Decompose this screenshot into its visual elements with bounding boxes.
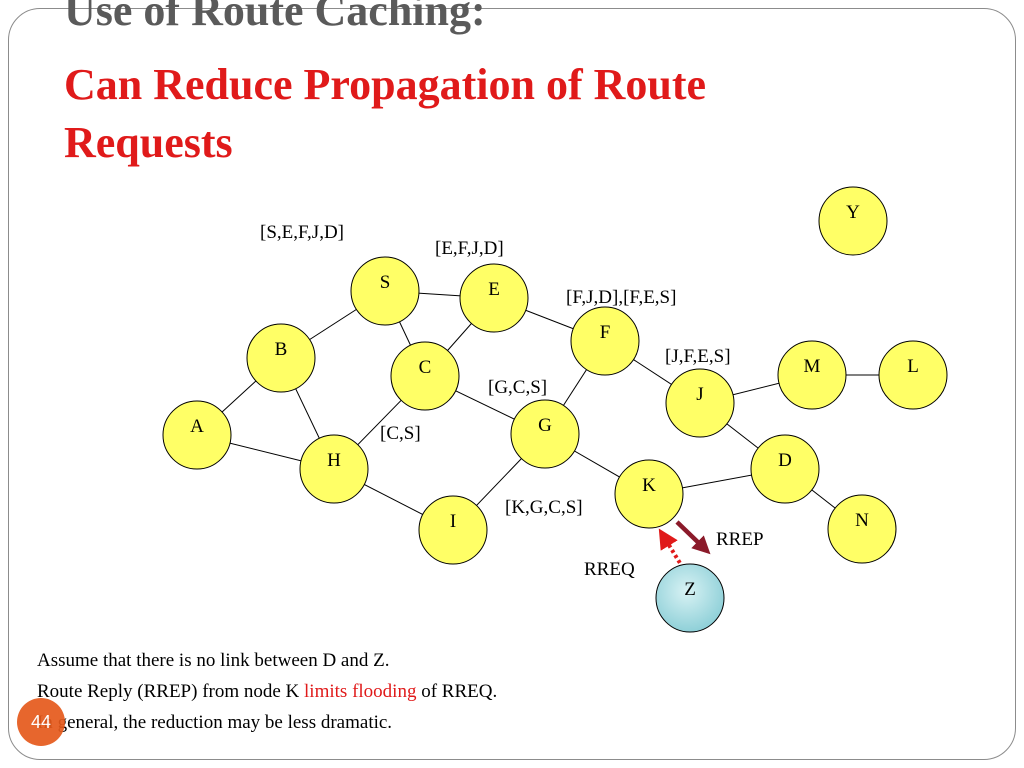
node-b: B xyxy=(246,323,316,393)
node-circle-d xyxy=(750,434,820,504)
node-circle-e xyxy=(459,263,529,333)
slide-title: Use of Route Caching: xyxy=(64,0,486,35)
note-line-2-end: of RREQ. xyxy=(416,681,498,702)
node-circle-y xyxy=(818,186,888,256)
node-n: N xyxy=(827,494,897,564)
rrep-label: RREP xyxy=(716,529,764,550)
node-l: L xyxy=(878,340,948,410)
node-circle-c xyxy=(390,341,460,411)
node-label-c: C xyxy=(419,357,432,378)
note-line-2-start: Route Reply (RREP) from node K xyxy=(37,681,305,702)
rrep-arrow xyxy=(675,520,711,555)
node-label-z: Z xyxy=(684,579,696,600)
node-circle-l xyxy=(878,340,948,410)
node-s: S xyxy=(350,256,420,326)
route-label-g: [G,C,S] xyxy=(488,377,547,398)
node-y: Y xyxy=(818,186,888,256)
node-d: D xyxy=(750,434,820,504)
route-label-s: [S,E,F,J,D] xyxy=(260,222,344,243)
note-line-1: Assume that there is no link between D a… xyxy=(37,650,390,671)
node-label-j: J xyxy=(696,384,703,405)
note-line-3: In general, the reduction may be less dr… xyxy=(37,712,393,733)
node-label-f: F xyxy=(600,322,611,343)
node-label-l: L xyxy=(907,356,919,377)
node-h: H xyxy=(299,434,369,504)
node-label-d: D xyxy=(778,450,792,471)
node-j: J xyxy=(665,368,735,438)
node-label-i: I xyxy=(450,511,456,532)
nodes-layer: S E F B C A H G I K J M L D N Y Z xyxy=(162,186,948,633)
node-z: Z xyxy=(655,563,725,633)
node-g: G xyxy=(510,399,580,469)
node-label-m: M xyxy=(804,356,821,377)
slide-subtitle: Can Reduce Propagation of Route Requests xyxy=(64,60,707,167)
node-label-k: K xyxy=(642,475,656,496)
node-circle-n xyxy=(827,494,897,564)
node-c: C xyxy=(390,341,460,411)
node-circle-g xyxy=(510,399,580,469)
node-f: F xyxy=(570,306,640,376)
node-e: E xyxy=(459,263,529,333)
note-highlight: limits flooding xyxy=(304,681,417,702)
notes: Assume that there is no link between D a… xyxy=(37,645,497,738)
slide-frame xyxy=(8,8,1016,760)
node-k: K xyxy=(614,459,684,529)
node-label-h: H xyxy=(327,450,341,471)
route-label-j: [J,F,E,S] xyxy=(665,346,731,367)
node-circle-z xyxy=(655,563,725,633)
node-circle-b xyxy=(246,323,316,393)
node-a: A xyxy=(162,400,232,470)
node-label-s: S xyxy=(380,272,391,293)
node-circle-k xyxy=(614,459,684,529)
node-i: I xyxy=(418,495,488,565)
route-label-c: [C,S] xyxy=(380,423,421,444)
node-circle-h xyxy=(299,434,369,504)
node-label-b: B xyxy=(275,339,288,360)
rreq-arrow xyxy=(658,528,685,570)
rreq-label: RREQ xyxy=(584,559,635,580)
slide-number-badge: 44 xyxy=(17,698,65,746)
node-circle-i xyxy=(418,495,488,565)
node-circle-a xyxy=(162,400,232,470)
node-circle-j xyxy=(665,368,735,438)
node-circle-s xyxy=(350,256,420,326)
node-circle-f xyxy=(570,306,640,376)
route-label-e: [E,F,J,D] xyxy=(435,238,504,259)
node-label-y: Y xyxy=(846,202,860,223)
node-label-n: N xyxy=(855,510,869,531)
node-label-g: G xyxy=(538,415,552,436)
note-line-2: Route Reply (RREP) from node K limits fl… xyxy=(37,676,497,707)
route-label-k: [K,G,C,S] xyxy=(505,497,583,518)
route-label-f: [F,J,D],[F,E,S] xyxy=(566,287,676,308)
node-m: M xyxy=(777,340,847,410)
node-circle-m xyxy=(777,340,847,410)
node-label-a: A xyxy=(190,416,204,437)
node-label-e: E xyxy=(488,279,500,300)
